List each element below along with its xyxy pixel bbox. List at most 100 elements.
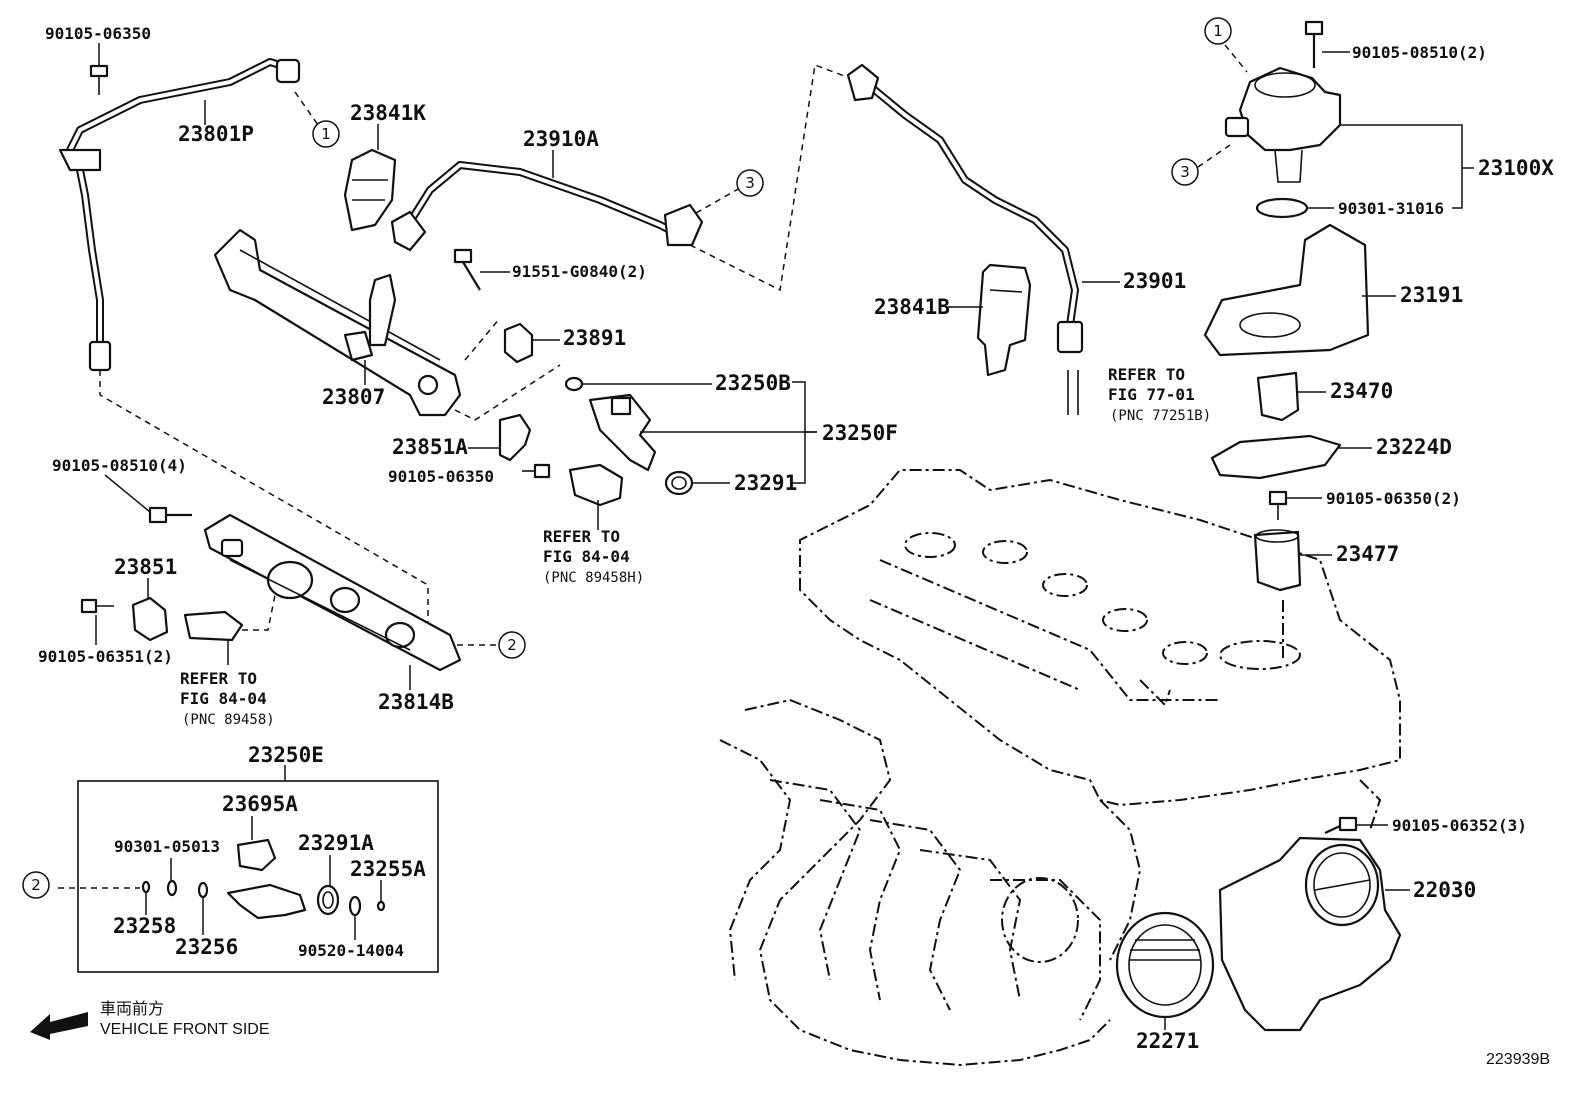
leader-lines [98, 43, 1410, 1030]
collar-23891 [503, 322, 534, 364]
bolt-90105-06352-3 [1324, 816, 1358, 834]
o-ring-90301-31016 [1255, 197, 1309, 219]
label-23814b: 23814B [378, 690, 454, 714]
label-90301-31016: 90301-31016 [1338, 199, 1444, 218]
seal-23291 [664, 470, 694, 496]
label-23470: 23470 [1330, 379, 1393, 403]
label-23224d: 23224D [1376, 435, 1452, 459]
gasket-22271 [1115, 911, 1215, 1019]
leader-bracket-23100x [1340, 124, 1474, 209]
connector-23841k [343, 148, 397, 232]
pulsation-damper-23851 [131, 596, 169, 642]
label-23841b: 23841B [874, 295, 950, 319]
bolt-90105-06350-mid [522, 463, 551, 479]
label-90105-08510-2: 90105-08510(2) [1352, 43, 1487, 62]
svg-text:FIG 77-01: FIG 77-01 [1108, 385, 1195, 404]
svg-text:1: 1 [321, 125, 331, 143]
label-90520-14004: 90520-14004 [298, 941, 404, 960]
label-90105-06350-mid: 90105-06350 [388, 467, 494, 486]
label-23255a: 23255A [350, 857, 426, 881]
svg-text:FIG 84-04: FIG 84-04 [543, 547, 630, 566]
direction-label-en: VEHICLE FRONT SIDE [100, 1021, 270, 1038]
callout-1-top: 1 [312, 120, 340, 148]
svg-text:FIG 84-04: FIG 84-04 [180, 689, 267, 708]
lifter-23477 [1253, 529, 1302, 592]
callout-2-kit: 2 [22, 871, 50, 899]
label-23250e: 23250E [248, 743, 324, 767]
injector-23250f [588, 393, 657, 472]
svg-text:1: 1 [1213, 22, 1223, 40]
connector-23841b [976, 263, 1032, 377]
svg-text:2: 2 [507, 636, 517, 654]
fuel-rail-23814b [203, 513, 462, 672]
label-23256: 23256 [175, 935, 238, 959]
fuel-hose-23801p [58, 58, 301, 372]
refer-note-89458h: REFER TO FIG 84-04 (PNC 89458H) [543, 527, 644, 586]
label-23291a: 23291A [298, 831, 374, 855]
direction-label-jp: 車両前方 [100, 1000, 164, 1018]
refer-note-77251b: REFER TO FIG 77-01 (PNC 77251B) [1108, 365, 1211, 424]
svg-text:(PNC 89458H): (PNC 89458H) [543, 570, 644, 586]
label-90105-08510-4: 90105-08510(4) [52, 456, 187, 475]
arrow-left-icon [30, 1012, 88, 1040]
kit-box-23250e [77, 765, 439, 973]
label-23191: 23191 [1400, 283, 1463, 307]
label-23891: 23891 [563, 326, 626, 350]
bolt-90105-06351-2 [80, 598, 114, 645]
label-23901: 23901 [1123, 269, 1186, 293]
label-23100x: 23100X [1478, 156, 1554, 180]
svg-text:REFER TO: REFER TO [180, 669, 257, 688]
label-23841k: 23841K [350, 101, 426, 125]
bolt-90105-08510-2 [1304, 20, 1324, 68]
throttle-body-22030 [1218, 836, 1402, 1032]
connection-lines [58, 44, 1248, 889]
fuel-hose-23901 [846, 63, 1084, 415]
bracket-23851a [498, 413, 532, 462]
fuel-hose-23910a [390, 161, 704, 252]
label-23477: 23477 [1336, 542, 1399, 566]
label-23801p: 23801P [178, 122, 254, 146]
label-23695a: 23695A [222, 792, 298, 816]
label-91551-g0840-2: 91551-G0840(2) [512, 262, 647, 281]
label-23250b: 23250B [715, 371, 791, 395]
vehicle-front-indicator: 車両前方 VEHICLE FRONT SIDE [30, 1000, 270, 1040]
label-23291: 23291 [734, 471, 797, 495]
svg-text:REFER TO: REFER TO [1108, 365, 1185, 384]
label-90105-06351-2: 90105-06351(2) [38, 647, 173, 666]
label-23807: 23807 [322, 385, 385, 409]
bracket-23191 [1203, 223, 1370, 357]
bolt-90105-06350-top [89, 64, 109, 95]
svg-text:3: 3 [745, 174, 755, 192]
engine-outline [719, 469, 1401, 1067]
gasket-23224d [1210, 434, 1342, 480]
sensor-89458h [568, 463, 624, 507]
label-23851: 23851 [114, 555, 177, 579]
svg-text:REFER TO: REFER TO [543, 527, 620, 546]
o-ring-23250b [564, 376, 584, 392]
bolt-90105-06350-2 [1268, 490, 1288, 520]
label-22271: 22271 [1136, 1029, 1199, 1053]
part-labels: 90105-06350 23801P 23841K 23910A 90105-0… [38, 24, 1554, 1053]
figure-id: 223939B [1486, 1051, 1550, 1068]
bolt-91551-g0840 [453, 248, 481, 291]
svg-text:(PNC 89458): (PNC 89458) [182, 712, 275, 728]
label-90105-06350-2: 90105-06350(2) [1326, 489, 1461, 508]
svg-text:2: 2 [31, 876, 41, 894]
svg-text:3: 3 [1180, 163, 1190, 181]
label-23258: 23258 [113, 914, 176, 938]
refer-note-89458: REFER TO FIG 84-04 (PNC 89458) [180, 669, 275, 728]
callout-2-rail: 2 [498, 631, 526, 659]
fuel-pump-23100x [1224, 66, 1342, 183]
insulator-23470 [1256, 371, 1300, 422]
bolt-90105-08510-4 [148, 506, 192, 524]
label-23250f: 23250F [822, 421, 898, 445]
label-23851a: 23851A [392, 435, 468, 459]
sensor-89458 [183, 610, 244, 642]
label-23910a: 23910A [523, 127, 599, 151]
callout-1-right: 1 [1204, 17, 1232, 45]
svg-text:(PNC 77251B): (PNC 77251B) [1110, 408, 1211, 424]
callout-3-right: 3 [1171, 158, 1199, 186]
label-90301-05013: 90301-05013 [114, 837, 220, 856]
label-90105-06350-top: 90105-06350 [45, 24, 151, 43]
